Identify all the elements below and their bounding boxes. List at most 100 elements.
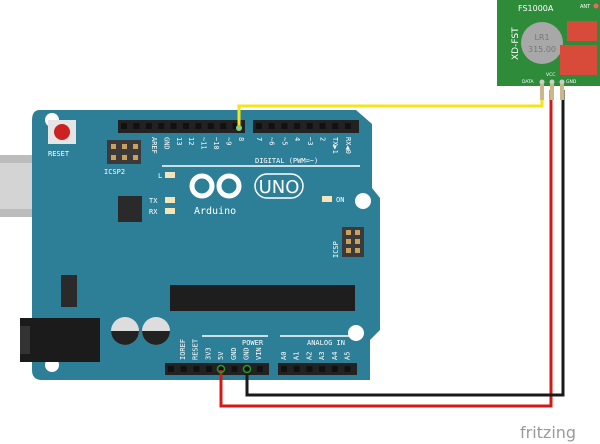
header-pin[interactable] [256, 366, 263, 372]
header-pin[interactable] [231, 366, 238, 372]
header-pin[interactable] [195, 123, 202, 129]
led-rx [165, 208, 175, 214]
header-pin[interactable] [319, 366, 326, 372]
module-pins [539, 79, 565, 85]
header-pin[interactable] [344, 366, 351, 372]
header-pin[interactable] [244, 366, 251, 372]
header-pin[interactable] [170, 123, 177, 129]
pin-label: ~9 [224, 137, 232, 145]
crystal-line2: 315.00 [528, 45, 556, 54]
header-pin[interactable] [158, 123, 165, 129]
uno-badge [254, 173, 304, 199]
pin-label: A0 [280, 352, 288, 360]
pin-label: RX◀0 [344, 137, 352, 154]
pin-label: A3 [318, 352, 326, 360]
pin-label-gnd: GND [566, 79, 577, 85]
pin-label-vcc: VCC [546, 72, 555, 78]
led-l-label: L [158, 172, 162, 180]
pin-label: TX▶1 [331, 137, 339, 154]
pin-label: VIN [255, 347, 263, 360]
pin-label: A1 [293, 352, 301, 360]
pin-label: A4 [331, 352, 339, 360]
header-pin[interactable] [183, 123, 189, 129]
fritzing-watermark: fritzing [520, 423, 576, 442]
led-l [165, 172, 175, 178]
header-pin[interactable] [306, 123, 313, 129]
pin-label: 5V [217, 351, 225, 360]
arduino-infinity-logo [189, 173, 242, 199]
pin-label-data: DATA [522, 79, 535, 85]
pcb-antenna [560, 21, 597, 75]
header-pin[interactable] [220, 123, 227, 129]
gnd-wire[interactable] [245, 90, 565, 397]
chip-small [118, 196, 142, 222]
pin-label: ~11 [200, 137, 208, 150]
mounting-hole [355, 193, 371, 209]
digital-label: DIGITAL (PWM=~) [255, 157, 318, 165]
pin-label: A2 [305, 352, 313, 360]
module-side-label: XD-FST [511, 27, 521, 60]
pin-label: 8 [237, 137, 245, 141]
pin-label: 2 [319, 137, 327, 141]
header-pin[interactable] [331, 366, 338, 372]
atmega-chip [170, 285, 355, 311]
header-pin[interactable] [218, 366, 225, 372]
led-tx-label: TX [149, 197, 158, 205]
uno-label: UNO [259, 177, 300, 198]
pin-label: ~10 [212, 137, 220, 150]
led-rx-label: RX [149, 208, 158, 216]
icsp-header [342, 227, 364, 257]
vcc-wire[interactable] [219, 90, 553, 408]
antenna-pad [593, 3, 599, 9]
mounting-hole [348, 325, 364, 341]
power-jack [20, 318, 100, 362]
header-pin[interactable] [121, 123, 127, 129]
header-pin[interactable] [133, 123, 140, 129]
header-pin[interactable] [344, 123, 351, 129]
pin-label: AREF [150, 137, 158, 154]
header-pin[interactable] [193, 366, 200, 372]
led-tx [165, 197, 175, 203]
pin-label: 12 [187, 137, 195, 145]
pin-label: ~5 [280, 137, 288, 145]
pin-label: 13 [175, 137, 183, 145]
header-pin[interactable] [256, 123, 262, 129]
pin-label: 7 [255, 137, 263, 141]
icsp2-header [107, 140, 141, 164]
header-pin[interactable] [268, 123, 275, 129]
pin-label: RESET [192, 338, 200, 360]
pin-label: 3V3 [204, 347, 212, 360]
header-pin[interactable] [232, 123, 239, 129]
header-pin[interactable] [281, 366, 287, 372]
header-pin[interactable] [293, 366, 300, 372]
voltage-regulator [61, 275, 77, 307]
reset-label: RESET [48, 150, 70, 158]
pin-label: ~6 [268, 137, 276, 145]
header-pin[interactable] [306, 366, 313, 372]
header-pin[interactable] [207, 123, 214, 129]
icsp2-label: ICSP2 [104, 168, 125, 176]
led-on-label: ON [336, 196, 344, 204]
header-pin[interactable] [332, 123, 339, 129]
header-pin[interactable] [281, 123, 288, 129]
header-pin[interactable] [145, 123, 152, 129]
arduino-label: Arduino [194, 206, 236, 217]
pin-label: 4 [293, 137, 301, 141]
pin-label: GND [243, 347, 251, 360]
header-pin[interactable] [319, 123, 326, 129]
crystal [521, 22, 563, 64]
header-pin[interactable] [294, 123, 301, 129]
ant-label: ANT [580, 4, 591, 10]
crystal-line1: LR1 [534, 33, 549, 42]
pin-label: IOREF [179, 339, 187, 360]
icsp-label: ICSP [332, 241, 340, 258]
pin-label: GND [162, 137, 170, 150]
header-pin[interactable] [168, 366, 174, 372]
header-pin[interactable] [180, 366, 187, 372]
header-pin[interactable] [206, 366, 213, 372]
arduino-board [32, 110, 380, 380]
capacitor [142, 317, 170, 345]
pin-label: ~3 [306, 137, 314, 145]
pin-label: GND [230, 347, 238, 360]
